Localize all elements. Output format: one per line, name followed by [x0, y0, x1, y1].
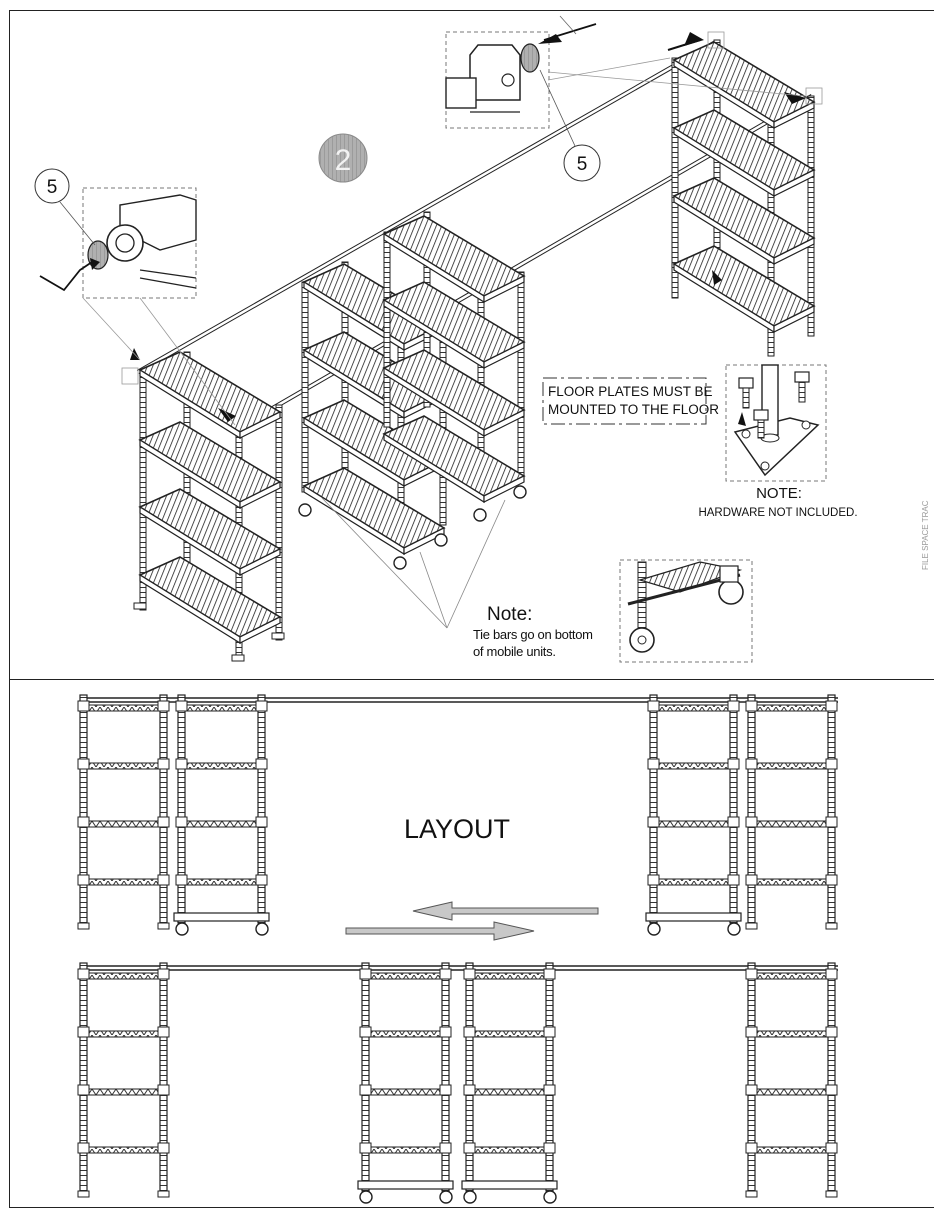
mobile-unit-back: [383, 211, 527, 522]
rail-arrow-icon: [784, 92, 806, 104]
tie-bar-note-title: Note:: [487, 604, 532, 625]
assembly-drawing: [121, 31, 823, 662]
floor-plate-detail: [725, 364, 827, 482]
callout-5-left: 5: [34, 168, 96, 246]
layout-title: LAYOUT: [404, 814, 510, 844]
hardware-note-body: HARDWARE NOT INCLUDED.: [698, 507, 857, 519]
caster-detail: [619, 559, 753, 663]
right-static-unit: [671, 39, 815, 357]
layout-row1-unit-static-left: [77, 694, 170, 930]
layout-panel: [9, 680, 934, 1208]
detail-right-knob: [445, 15, 806, 129]
floor-note-line2: MOUNTED TO THE FLOOR: [548, 402, 719, 417]
layout-drawing: LAYOUT: [77, 694, 838, 1204]
layout-row1-unit-mobile-left: [173, 694, 270, 936]
step-indicator: 2: [318, 133, 368, 183]
knob-icon: [87, 240, 109, 270]
layout-row1-unit-static-right: [745, 694, 838, 930]
step-number: 2: [335, 144, 352, 177]
assembly-panel: [9, 10, 934, 680]
floor-plate-note: FLOOR PLATES MUST BE MOUNTED TO THE FLOO…: [542, 377, 719, 425]
layout-row2-unit-static-right: [745, 962, 838, 1198]
knob-icon: [520, 43, 540, 73]
bolt-icon: [753, 409, 769, 439]
layout-row2-unit-mobile-left: [357, 962, 454, 1204]
layout-row2-unit-static-left: [77, 962, 170, 1198]
caster-wheel-icon: [718, 579, 744, 605]
layout-row1-unit-mobile-right: [645, 694, 742, 936]
tie-bar-note-line2: of mobile units.: [473, 644, 556, 659]
hardware-note-title: NOTE:: [756, 485, 802, 502]
move-right-arrow-icon: [345, 921, 535, 941]
callout-5-right: 5: [539, 69, 601, 182]
detail-left-knob: [39, 187, 236, 426]
hardware-note: NOTE: HARDWARE NOT INCLUDED.: [698, 485, 857, 519]
floor-note-line1: FLOOR PLATES MUST BE: [548, 384, 713, 399]
bolt-icon: [738, 377, 754, 409]
move-left-arrow-icon: [412, 901, 599, 921]
tie-bar-note-line1: Tie bars go on bottom: [473, 627, 593, 642]
callout-number: 5: [47, 177, 58, 198]
callout-number: 5: [577, 154, 588, 175]
layout-row2-unit-mobile-right: [461, 962, 558, 1204]
side-label: FILE SPACE TRAC: [921, 500, 930, 570]
left-static-unit: [133, 351, 285, 662]
tie-bar-note: Note: Tie bars go on bottom of mobile un…: [321, 497, 593, 659]
bolt-icon: [794, 371, 810, 403]
